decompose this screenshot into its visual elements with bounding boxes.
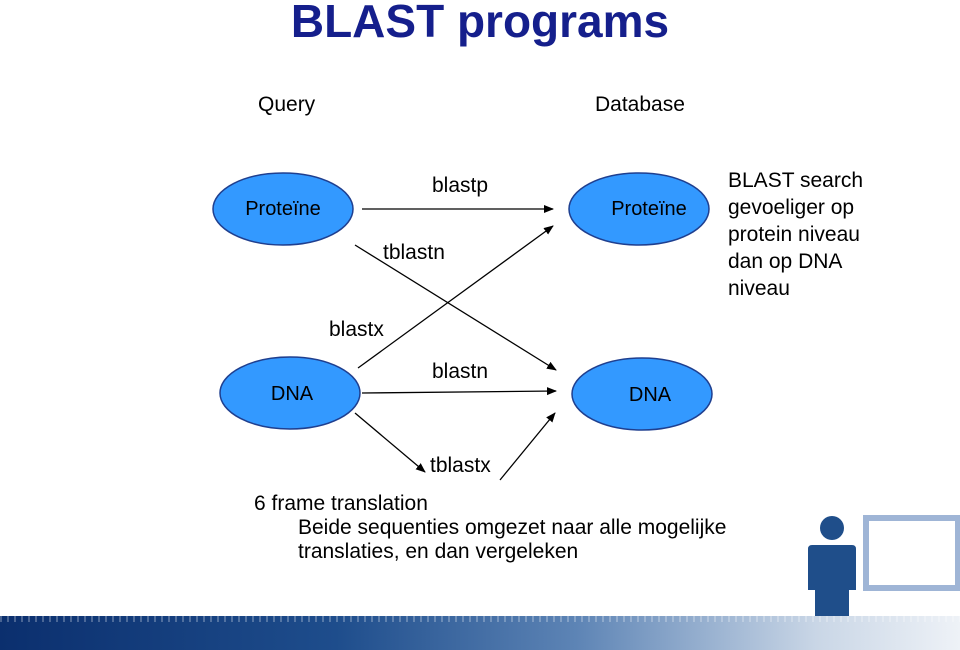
side-note-line: protein niveau bbox=[728, 223, 860, 246]
window-frame-icon bbox=[863, 515, 960, 591]
person-icon bbox=[808, 516, 856, 635]
database-header: Database bbox=[595, 93, 685, 116]
db-protein-node bbox=[568, 172, 710, 246]
tblastx-arrow-up bbox=[499, 412, 556, 481]
query-dna-node bbox=[219, 356, 361, 430]
tblastx-arrow-down bbox=[354, 412, 426, 473]
blastn-arrow bbox=[361, 387, 557, 396]
frame-translation-note: 6 frame translation bbox=[254, 492, 428, 515]
side-note-line: BLAST search bbox=[728, 169, 864, 192]
side-note-line: gevoeliger op bbox=[728, 196, 855, 219]
db-dna-node bbox=[571, 357, 713, 431]
translation-note-line2: translaties, en dan vergeleken bbox=[298, 540, 579, 563]
query-dna-label: DNA bbox=[270, 383, 314, 405]
blastp-label: blastp bbox=[432, 174, 489, 197]
query-header: Query bbox=[258, 93, 316, 116]
query-protein-node bbox=[212, 172, 354, 246]
db-dna-label: DNA bbox=[628, 384, 672, 406]
side-note-line: niveau bbox=[728, 277, 790, 300]
translation-note-line1: Beide sequenties omgezet naar alle mogel… bbox=[298, 516, 727, 539]
side-note-line: dan op DNA bbox=[728, 250, 843, 273]
blastx-label: blastx bbox=[329, 318, 384, 341]
db-protein-label: Proteïne bbox=[611, 198, 687, 220]
footer-bar bbox=[0, 616, 960, 650]
blastx-arrow bbox=[357, 225, 554, 369]
page-title: BLAST programs bbox=[290, 0, 670, 47]
query-protein-label: Proteïne bbox=[245, 198, 321, 220]
blastn-label: blastn bbox=[432, 360, 489, 383]
tblastn-arrow bbox=[354, 244, 557, 371]
side-note: BLAST search gevoeliger op protein nivea… bbox=[728, 167, 863, 302]
tblastn-label: tblastn bbox=[383, 241, 445, 264]
tblastx-label: tblastx bbox=[430, 454, 491, 477]
